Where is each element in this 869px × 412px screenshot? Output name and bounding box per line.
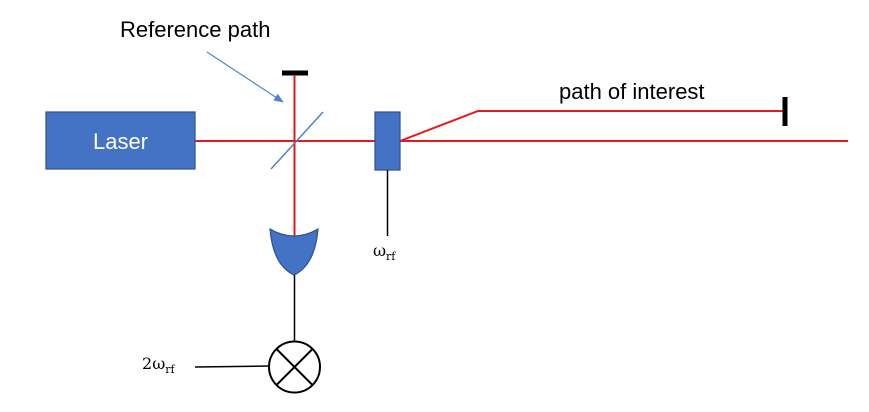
modulator-box (374, 111, 401, 171)
omega-rf-symbol: ω (373, 241, 386, 260)
path-of-interest-label: path of interest (559, 79, 705, 104)
reference-path-label: Reference path (120, 17, 270, 42)
omega-rf-subscript: rf (386, 250, 396, 263)
reference-path-annotation-arrow (206, 51, 284, 103)
mixer-symbol (268, 340, 321, 394)
deflected-beam (399, 110, 784, 142)
photodetector (269, 227, 319, 276)
two-omega-rf-prefix: 2 (142, 354, 152, 373)
beam-splitter (270, 111, 324, 170)
laser-box (45, 111, 196, 170)
lo-input-wire (194, 365, 270, 368)
omega-rf-label: ωrf (373, 241, 396, 263)
two-omega-rf-symbol: ω (152, 354, 165, 373)
two-omega-rf-label: 2ωrf (142, 354, 175, 376)
two-omega-rf-subscript: rf (165, 363, 175, 376)
laser-label: Laser (93, 129, 148, 154)
